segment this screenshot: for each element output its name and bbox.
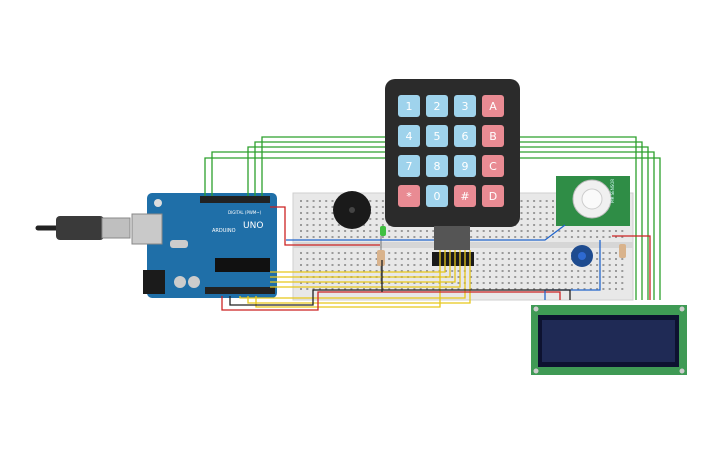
svg-text:3: 3 [462,100,469,113]
keypad-key-1: 1 [398,95,420,117]
svg-text:*: * [406,190,412,203]
wire-8 [270,250,456,283]
keypad-key-5: 5 [426,125,448,147]
wire-7 [270,250,451,278]
svg-text:C: C [489,160,497,173]
potentiometer [571,245,593,267]
arduino-brand-label: ARDUINO [212,228,236,234]
svg-text:D: D [489,190,497,203]
resistor [377,250,385,266]
wire-17 [544,240,601,300]
pir-label: PIR SENSOR [610,179,615,203]
svg-text:0: 0 [434,190,441,203]
svg-text:#: # [460,190,469,203]
keypad-key-#: # [454,185,476,207]
svg-text:9: 9 [462,160,469,173]
resistor-right [619,244,626,258]
svg-text:A: A [489,100,497,113]
wire-18 [229,289,571,306]
usb-cable [35,216,131,240]
svg-text:1: 1 [406,100,413,113]
wire-15 [612,235,651,300]
arduino-digital-label: DIGITAL (PWM~) [228,210,262,215]
wire-12 [255,250,441,308]
wire-16 [286,224,566,241]
ic-chip [432,252,474,266]
keypad-key-3: 3 [454,95,476,117]
keypad-key-4: 4 [398,125,420,147]
keypad-key-0: 0 [426,185,448,207]
arduino-uno-board: UNO ARDUINO DIGITAL (PWM~) [131,193,277,298]
svg-text:6: 6 [462,130,469,143]
wire-10 [239,250,466,299]
keypad-key-2: 2 [426,95,448,117]
keypad-key-A: A [482,95,504,117]
keypad-key-D: D [482,185,504,207]
keypad-key-8: 8 [426,155,448,177]
wire-13 [270,206,380,246]
arduino-model-label: UNO [243,221,263,231]
svg-text:7: 7 [406,160,413,173]
wire-11 [247,250,471,304]
svg-text:5: 5 [434,130,441,143]
keypad-key-B: B [482,125,504,147]
keypad-key-C: C [482,155,504,177]
pir-sensor: PIR SENSOR [556,176,630,226]
piezo-buzzer [333,191,371,229]
keypad-key-*: * [398,185,420,207]
keypad-key-6: 6 [454,125,476,147]
svg-text:8: 8 [434,160,441,173]
wire-9 [270,250,461,288]
keypad-key-7: 7 [398,155,420,177]
keypad-4x4: 1 2 3 A 4 5 6 B 7 8 9 C * 0 # D [385,79,520,250]
wire-6 [270,250,446,273]
svg-text:2: 2 [434,100,441,113]
lcd-display [531,305,687,375]
wire-14 [221,291,561,311]
keypad-key-9: 9 [454,155,476,177]
svg-text:B: B [489,130,497,143]
svg-text:4: 4 [406,130,413,143]
